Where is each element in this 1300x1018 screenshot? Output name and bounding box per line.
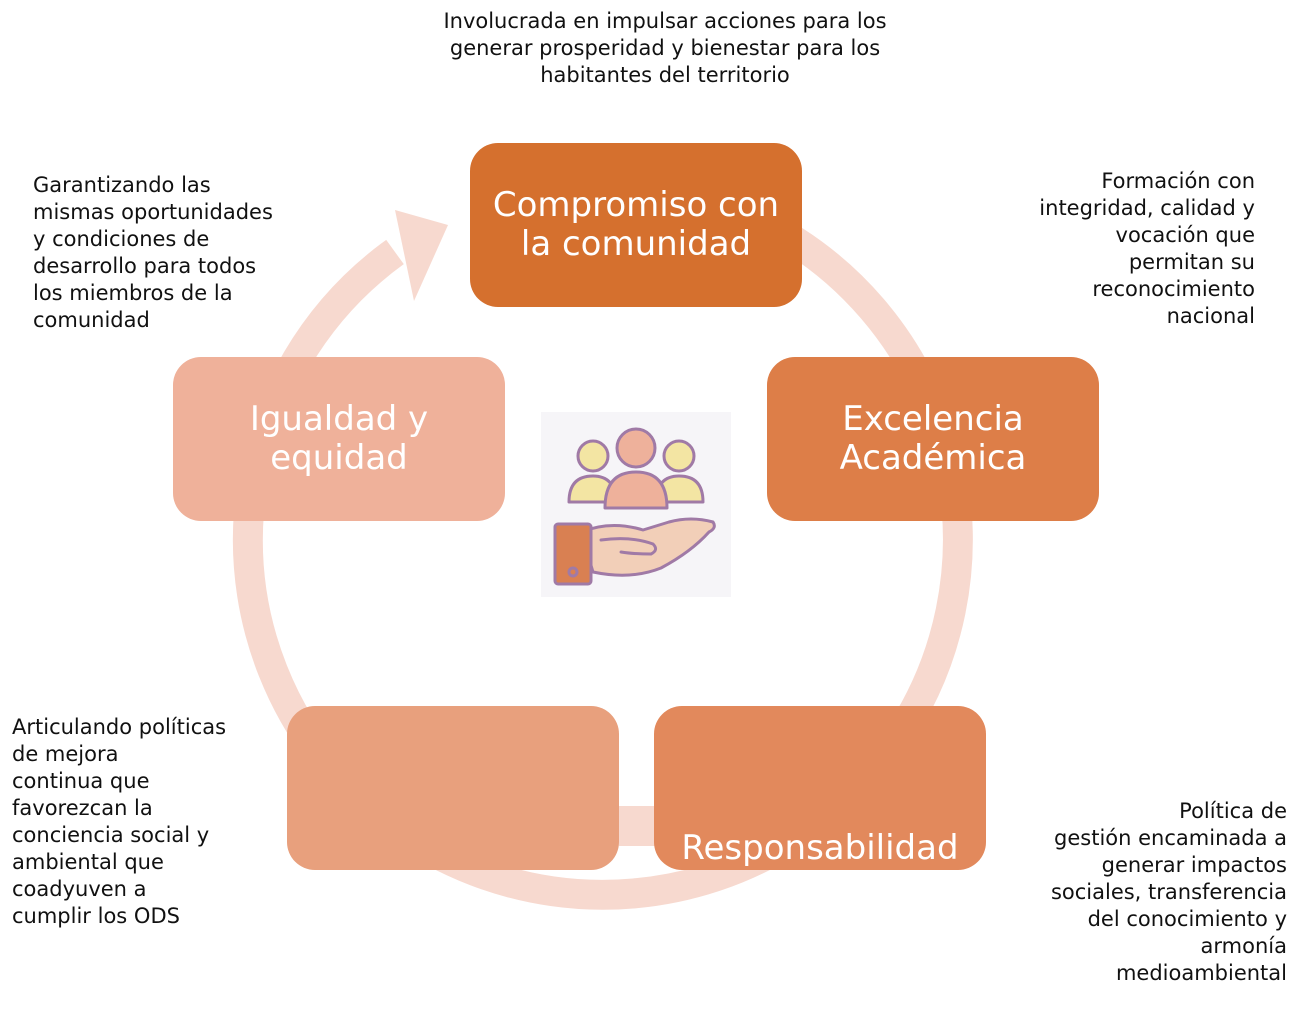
description-excelencia: Formación con integridad, calidad y voca… — [1039, 169, 1255, 328]
cycle-connector — [619, 806, 655, 846]
node-label: Excelencia Académica — [839, 398, 1027, 478]
node-label: Responsabilidad — [681, 827, 959, 868]
node-blank — [287, 706, 619, 870]
node-label: Compromiso con la comunidad — [492, 184, 780, 264]
node-compromiso-con-la-comunidad: Compromiso con la comunidad — [470, 143, 802, 307]
description-blank-node: Articulando políticas de mejora continua… — [12, 715, 227, 928]
cycle-arrowhead — [395, 210, 448, 301]
description-compromiso: Involucrada en impulsar acciones para lo… — [443, 9, 887, 87]
node-label: Igualdad y equidad — [249, 398, 429, 478]
community-care-hand-icon — [541, 412, 731, 597]
description-responsabilidad: Política de gestión encaminada a generar… — [1050, 799, 1287, 985]
node-responsabilidad: Responsabilidad — [654, 706, 986, 870]
node-excelencia-academica: Excelencia Académica — [767, 357, 1099, 521]
description-igualdad: Garantizando las mismas oportunidades y … — [33, 173, 273, 332]
node-igualdad-y-equidad: Igualdad y equidad — [173, 357, 505, 521]
